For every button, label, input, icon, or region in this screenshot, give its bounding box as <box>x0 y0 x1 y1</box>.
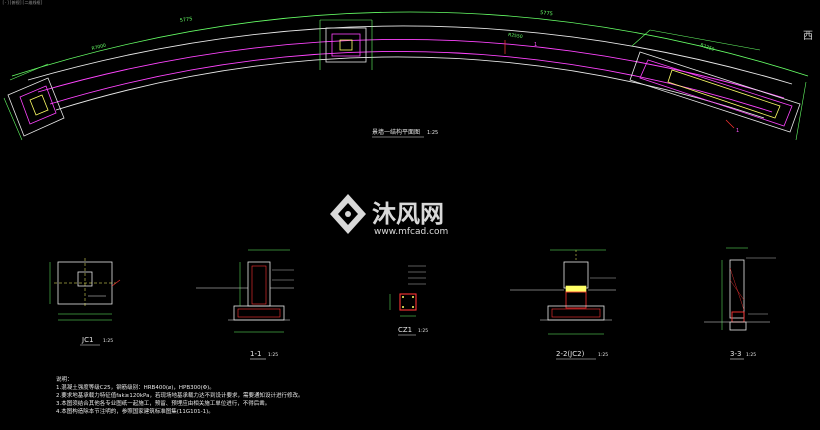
section-3-3-label: 3-3 <box>730 350 741 358</box>
section-cz1-scale: 1:25 <box>418 328 428 334</box>
plan-footing-inner-arc <box>49 51 773 113</box>
plan-footing-outer-arc <box>37 39 785 99</box>
section-cz1-label: CZ1 <box>398 326 412 334</box>
plan-title: 景墙一结构平面图 <box>372 128 420 136</box>
notes-title: 说明： <box>56 377 73 383</box>
section-3-3-scale: 1:25 <box>746 352 756 358</box>
watermark: 沐风网 www.mfcad.com <box>330 194 448 237</box>
plan-wall-outer-arc <box>27 25 793 85</box>
plan-view: 1 1 5775 5775 R7000 R2550 R2250 景墙一结构平面图… <box>3 10 809 141</box>
section-jc1-label: JC1 <box>81 336 93 344</box>
notes-line-2: 2.要求地基承载力特征值fak≥120kPa，若现场地基承载力达不到设计要求，需… <box>56 393 304 399</box>
section-3-3: 3-3 1:25 <box>704 247 776 360</box>
notes-line-4: 4.本图构造除本节注明的，参照国家建筑标准图集(11G101-1)。 <box>56 409 214 415</box>
section-jc1-scale: 1:25 <box>103 338 113 344</box>
section-2-2: 2-2(JC2) 1:25 <box>510 249 616 360</box>
plan-scale: 1:25 <box>427 130 438 136</box>
svg-text:1: 1 <box>534 42 537 48</box>
plan-radius-left: R7000 <box>91 43 107 52</box>
watermark-logo-icon <box>330 194 366 234</box>
section-2-2-label: 2-2(JC2) <box>556 350 585 358</box>
plan-dim-right: 5775 <box>540 10 553 17</box>
plan-middle-pier <box>319 19 373 70</box>
section-1-1-scale: 1:25 <box>268 352 278 358</box>
design-notes: 说明： 1.混凝土强度等级C25，钢筋级别：HRB400(⌀)，HPB300(Φ… <box>56 376 516 416</box>
plan-dim-left: 5775 <box>179 16 192 24</box>
notes-line-1: 1.混凝土强度等级C25，钢筋级别：HRB400(⌀)，HPB300(Φ)。 <box>56 385 215 391</box>
svg-text:1: 1 <box>736 128 739 134</box>
section-1-1-label: 1-1 <box>250 350 261 358</box>
watermark-url: www.mfcad.com <box>374 227 448 237</box>
section-1-1: 1-1 1:25 <box>196 249 294 360</box>
section-2-2-scale: 1:25 <box>598 352 608 358</box>
section-cz1: CZ1 1:25 <box>389 265 428 336</box>
topbar-label: [-][俯视][二维线框] <box>2 0 43 5</box>
section-jc1: JC1 1:25 <box>49 258 121 346</box>
plan-dimension-arc <box>11 11 809 77</box>
watermark-brand: 沐风网 <box>372 200 444 228</box>
plan-radius-inner: R2550 <box>508 32 523 40</box>
compass-label: 西 <box>803 31 813 42</box>
plan-left-pier <box>3 63 65 141</box>
notes-line-3: 3.本图须结合其他各专业图纸一起施工，预留、预埋应由相关施工单位进行，不得后凿。 <box>56 401 271 407</box>
plan-radius-right: R2250 <box>699 42 715 53</box>
plan-right-pier <box>629 29 807 141</box>
plan-wall-inner-arc <box>55 56 765 119</box>
